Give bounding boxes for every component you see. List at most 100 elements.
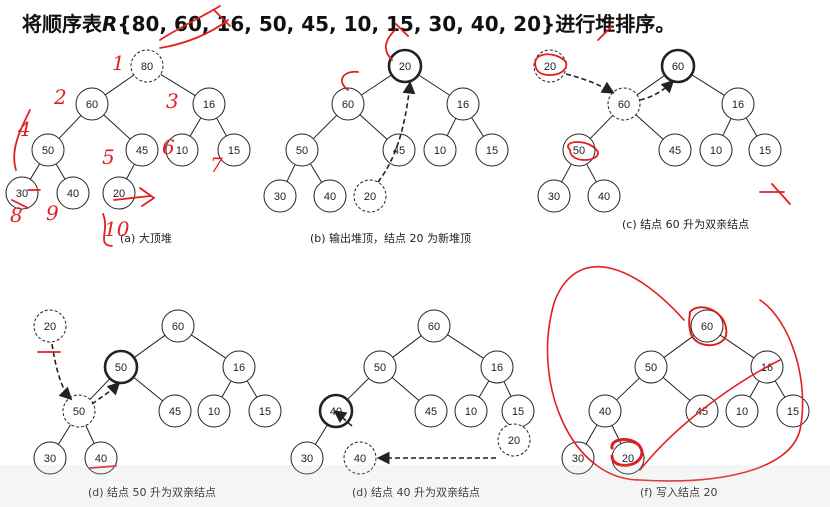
red-big-loop xyxy=(639,359,781,471)
tree-node-label: 40 xyxy=(95,453,107,465)
tree-node xyxy=(699,133,733,167)
tree-node xyxy=(217,133,251,167)
tree-node-label: 16 xyxy=(732,99,744,111)
move-arrow xyxy=(377,80,416,183)
video-player-bar xyxy=(0,465,830,507)
tree-node xyxy=(33,309,67,343)
tree-node-label: 30 xyxy=(301,453,313,465)
tree-node-label: 40 xyxy=(599,406,611,418)
red-circle xyxy=(567,141,599,161)
red-scribble xyxy=(597,25,613,41)
move-arrow xyxy=(333,410,353,427)
tree-node xyxy=(102,176,136,210)
tree-node xyxy=(658,133,692,167)
tree-node-label: 60 xyxy=(701,321,713,333)
tree-node xyxy=(475,133,509,167)
tree-node xyxy=(748,133,782,167)
tree-node-label: 10 xyxy=(176,145,188,157)
tree-edge xyxy=(85,425,95,444)
tree-node xyxy=(660,48,696,84)
tree-edge xyxy=(635,114,664,140)
red-big-loop xyxy=(546,265,804,482)
tree-node xyxy=(587,179,621,213)
tree-edge xyxy=(346,377,370,401)
tree-edge xyxy=(191,334,226,359)
tree-node-label: 45 xyxy=(136,145,148,157)
red-scribble xyxy=(385,23,409,61)
tree-edge xyxy=(471,117,484,137)
tree-edge xyxy=(133,334,166,359)
tree-node-label: 45 xyxy=(425,406,437,418)
tree-node-label: 20 xyxy=(364,191,376,203)
tree-node xyxy=(248,394,282,428)
tree-node xyxy=(192,87,226,121)
tree-node xyxy=(222,350,256,384)
tree-node-label: 30 xyxy=(548,191,560,203)
tree-node-label: 60 xyxy=(428,321,440,333)
tree-edge xyxy=(478,380,490,398)
page-title: 将顺序表R{80, 60, 16, 50, 45, 10, 15, 30, 40… xyxy=(22,8,675,37)
tree-edge xyxy=(286,164,296,182)
tree-edge xyxy=(216,117,227,137)
tree-node xyxy=(263,179,297,213)
tree-node-label: 60 xyxy=(172,321,184,333)
tree-node-label: 40 xyxy=(598,191,610,203)
tree-node xyxy=(634,350,668,384)
tree-node xyxy=(537,179,571,213)
tree-node-label: 20 xyxy=(622,453,634,465)
tree-node-label: 15 xyxy=(787,406,799,418)
tree-node-label: 50 xyxy=(573,145,585,157)
tree-node-label: 50 xyxy=(645,362,657,374)
red-index-number: 4 xyxy=(17,117,31,141)
red-index-number: 10 xyxy=(104,217,130,241)
tree-node-label: 10 xyxy=(465,406,477,418)
red-scribble xyxy=(159,5,231,49)
tree-edge xyxy=(418,74,450,96)
red-arrow xyxy=(113,187,156,207)
tree-node xyxy=(285,133,319,167)
tree-node xyxy=(480,350,514,384)
tree-node xyxy=(62,394,96,428)
title-prefix: 将顺序表 xyxy=(22,12,102,36)
tree-node xyxy=(103,349,139,385)
tree-node xyxy=(33,441,67,475)
red-circle xyxy=(610,438,644,467)
tree-edge xyxy=(561,163,572,183)
tree-edge xyxy=(662,377,691,401)
tree-node-label: 60 xyxy=(86,99,98,111)
tree-node-label: 16 xyxy=(491,362,503,374)
panel-caption: (b) 输出堆顶，结点 20 为新堆顶 xyxy=(310,231,471,245)
tree-node-label: 40 xyxy=(354,453,366,465)
panel-caption: (c) 结点 60 升为双亲结点 xyxy=(622,217,749,231)
tree-edge xyxy=(392,335,422,358)
tree-edge xyxy=(361,74,392,96)
tree-edge xyxy=(691,74,725,96)
tree-edge xyxy=(774,380,786,398)
tree-node-label: 10 xyxy=(208,406,220,418)
move-arrow xyxy=(639,79,675,101)
tree-node-label: 20 xyxy=(113,188,125,200)
red-index-number: 1 xyxy=(112,51,125,75)
tree-node xyxy=(417,309,451,343)
tree-edge xyxy=(160,73,196,97)
tree-node xyxy=(165,133,199,167)
tree-edge xyxy=(103,114,131,140)
title-list: {80, 60, 16, 50, 45, 10, 15, 30, 40, 20} xyxy=(117,12,556,36)
tree-edge xyxy=(89,378,111,400)
tree-node xyxy=(721,87,755,121)
tree-node xyxy=(56,176,90,210)
tree-node xyxy=(690,309,724,343)
tree-node xyxy=(290,441,324,475)
tree-node xyxy=(75,87,109,121)
tree-node-label: 30 xyxy=(274,191,286,203)
tree-node-label: 60 xyxy=(618,99,630,111)
tree-node xyxy=(31,133,65,167)
tree-node-label: 10 xyxy=(736,406,748,418)
red-circle xyxy=(534,53,567,76)
tree-node xyxy=(331,87,365,121)
